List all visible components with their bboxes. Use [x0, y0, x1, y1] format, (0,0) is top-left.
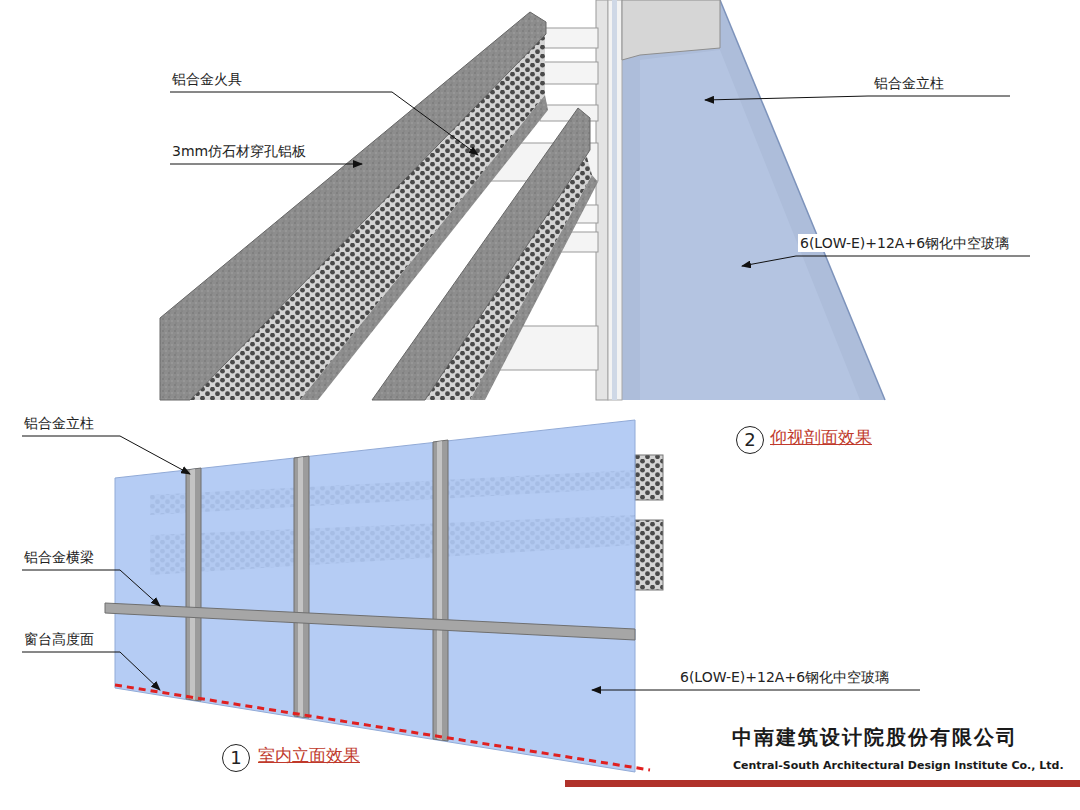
- part-label: 3mm仿石材穿孔铝板: [170, 142, 308, 160]
- part-label: 6(LOW-E)+12A+6钢化中空玻璃: [798, 234, 1011, 252]
- part-label: 铝合金立柱: [872, 74, 946, 92]
- company-name-en: Central-South Architectural Design Insti…: [731, 757, 1066, 775]
- part-label: 窗台高度面: [22, 630, 96, 648]
- part-label: 铝合金立柱: [22, 414, 96, 432]
- callout-number: 2: [736, 426, 764, 454]
- company-name: 中南建筑设计院股份有限公司: [730, 728, 1020, 746]
- part-label: 铝合金横梁: [22, 548, 96, 566]
- part-label: 6(LOW-E)+12A+6钢化中空玻璃: [678, 668, 891, 686]
- callout-number: 1: [222, 744, 250, 772]
- view-title: 室内立面效果: [256, 746, 362, 764]
- part-label: 铝合金火具: [170, 70, 244, 88]
- view-title: 仰视剖面效果: [768, 428, 874, 446]
